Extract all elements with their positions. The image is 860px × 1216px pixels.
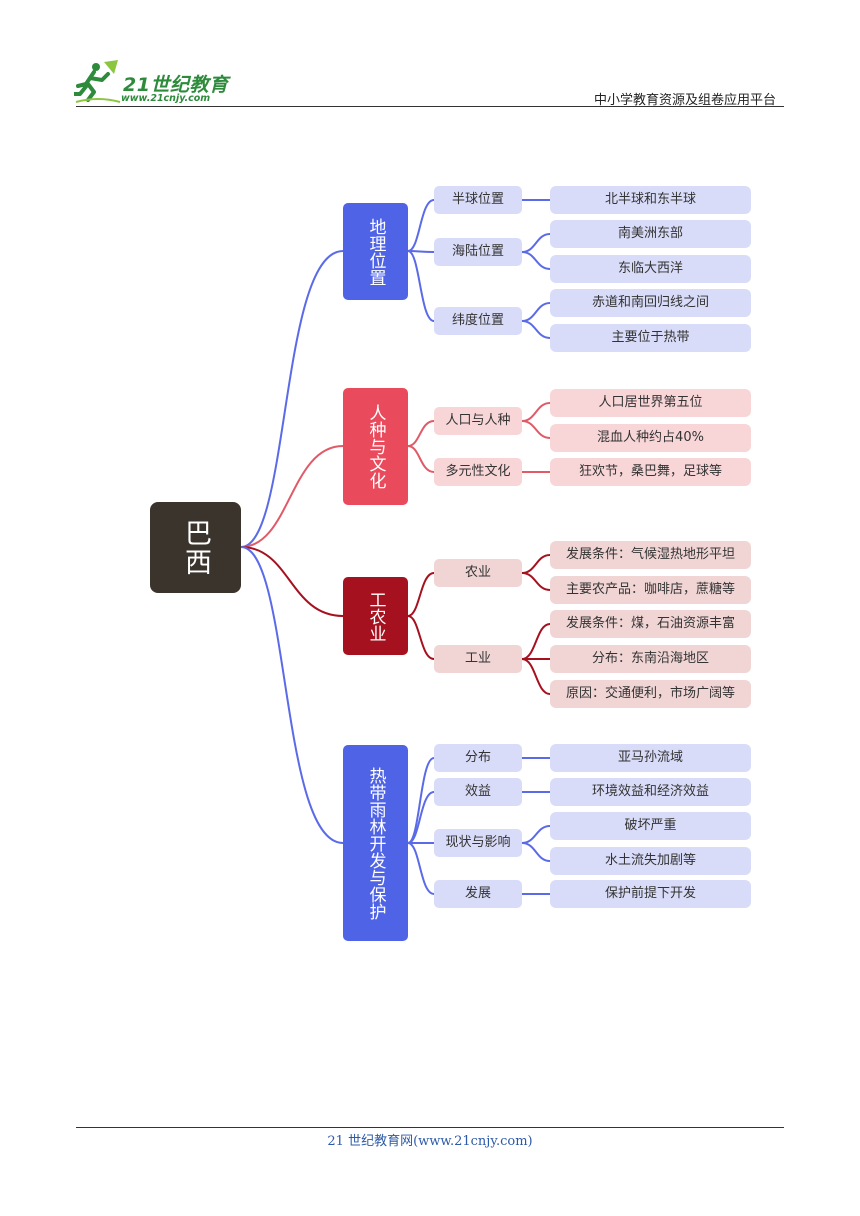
leaf-node: 主要农产品：咖啡店，蔗糖等 — [550, 576, 751, 604]
subnode-industry: 工业 — [434, 645, 522, 673]
leaf-node: 发展条件：煤，石油资源丰富 — [550, 610, 751, 638]
leaf-node: 混血人种约占40% — [550, 424, 751, 452]
leaf-node: 南美洲东部 — [550, 220, 751, 248]
leaf-node: 原因：交通便利，市场广阔等 — [550, 680, 751, 708]
header-divider — [76, 106, 784, 107]
leaf-node: 东临大西洋 — [550, 255, 751, 283]
leaf-node: 破坏严重 — [550, 812, 751, 840]
leaf-node: 人口居世界第五位 — [550, 389, 751, 417]
footer-text: 21 世纪教育网(www.21cnjy.com) — [327, 1134, 533, 1149]
logo-url: www.21cnjy.com — [121, 93, 211, 104]
logo-runner-icon — [74, 60, 121, 103]
subnode-land-sea: 海陆位置 — [434, 238, 522, 266]
subnode-agriculture: 农业 — [434, 559, 522, 587]
leaf-node: 主要位于热带 — [550, 324, 751, 352]
subnode-distribution: 分布 — [434, 744, 522, 772]
branch-node-location: 地理位置 — [343, 203, 408, 300]
leaf-node: 分布：东南沿海地区 — [550, 645, 751, 673]
leaf-node: 环境效益和经济效益 — [550, 778, 751, 806]
leaf-node: 保护前提下开发 — [550, 880, 751, 908]
subnode-status-impact: 现状与影响 — [434, 829, 522, 857]
leaf-node: 发展条件：气候湿热地形平坦 — [550, 541, 751, 569]
subnode-latitude: 纬度位置 — [434, 307, 522, 335]
leaf-node: 北半球和东半球 — [550, 186, 751, 214]
subnode-benefits: 效益 — [434, 778, 522, 806]
leaf-node: 亚马孙流域 — [550, 744, 751, 772]
leaf-node: 狂欢节，桑巴舞，足球等 — [550, 458, 751, 486]
subnode-population: 人口与人种 — [434, 407, 522, 435]
logo-text: 21世纪教育 — [123, 74, 229, 96]
header-platform-text: 中小学教育资源及组卷应用平台 — [593, 93, 776, 108]
leaf-node: 赤道和南回归线之间 — [550, 289, 751, 317]
branch-node-rainforest: 热带雨林开发与保护 — [343, 745, 408, 941]
subnode-development: 发展 — [434, 880, 522, 908]
root-node: 巴西 — [150, 502, 241, 593]
branch-node-population-culture: 人种与文化 — [343, 388, 408, 505]
subnode-hemisphere: 半球位置 — [434, 186, 522, 214]
leaf-node: 水土流失加剧等 — [550, 847, 751, 875]
subnode-culture: 多元性文化 — [434, 458, 522, 486]
footer-divider — [76, 1127, 784, 1128]
branch-node-industry-agriculture: 工农业 — [343, 577, 408, 655]
